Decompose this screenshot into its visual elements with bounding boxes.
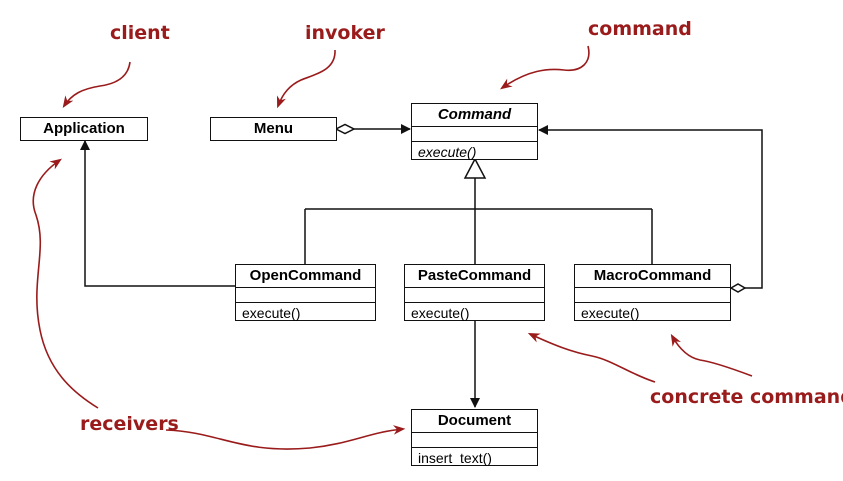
application-class-name: Application: [43, 120, 125, 137]
concrete-macro-arrow: [670, 333, 753, 377]
receivers-document-arrow: [165, 425, 406, 450]
document-attributes-compartment: [412, 432, 537, 447]
open-command-class: OpenCommand execute(): [235, 264, 376, 321]
concrete-paste-arrow: [527, 332, 656, 383]
receivers-application-arrow: [32, 158, 99, 409]
client-annotation: client: [110, 22, 170, 44]
client-annotation-arrow: [62, 61, 131, 108]
macro-command-aggregation: [538, 125, 763, 289]
paste-command-attributes-compartment: [405, 287, 544, 302]
invoker-annotation-arrow: [276, 49, 336, 109]
document-class: Document insert_text(): [411, 409, 538, 466]
macro-aggregation-diamond: [729, 283, 747, 293]
menu-aggregation-diamond: [334, 123, 356, 135]
paste-command-class-name: PasteCommand: [417, 267, 532, 284]
macro-command-operation: execute(): [575, 302, 730, 323]
open-command-class-name: OpenCommand: [249, 267, 362, 284]
open-to-application-arrow: [80, 140, 235, 287]
application-class: Application: [20, 117, 148, 141]
paste-command-class: PasteCommand execute(): [404, 264, 545, 321]
command-attributes-compartment: [412, 126, 537, 141]
command-class: Command execute(): [411, 103, 538, 160]
open-command-operation: execute(): [236, 302, 375, 323]
document-operation: insert_text(): [412, 447, 537, 468]
concrete-commands-annotation: concrete commands: [650, 386, 843, 408]
command-annotation: command: [588, 18, 692, 40]
macro-command-class: MacroCommand execute(): [574, 264, 731, 321]
open-command-attributes-compartment: [236, 287, 375, 302]
command-operation: execute(): [412, 141, 537, 162]
menu-class: Menu: [210, 117, 337, 141]
paste-command-operation: execute(): [405, 302, 544, 323]
menu-class-name: Menu: [253, 120, 294, 137]
document-class-name: Document: [437, 412, 512, 429]
command-annotation-arrow: [500, 45, 590, 90]
invoker-annotation: invoker: [305, 22, 385, 44]
receivers-annotation: receivers: [80, 413, 179, 435]
macro-command-class-name: MacroCommand: [593, 267, 712, 284]
command-class-name: Command: [437, 106, 512, 123]
macro-command-attributes-compartment: [575, 287, 730, 302]
